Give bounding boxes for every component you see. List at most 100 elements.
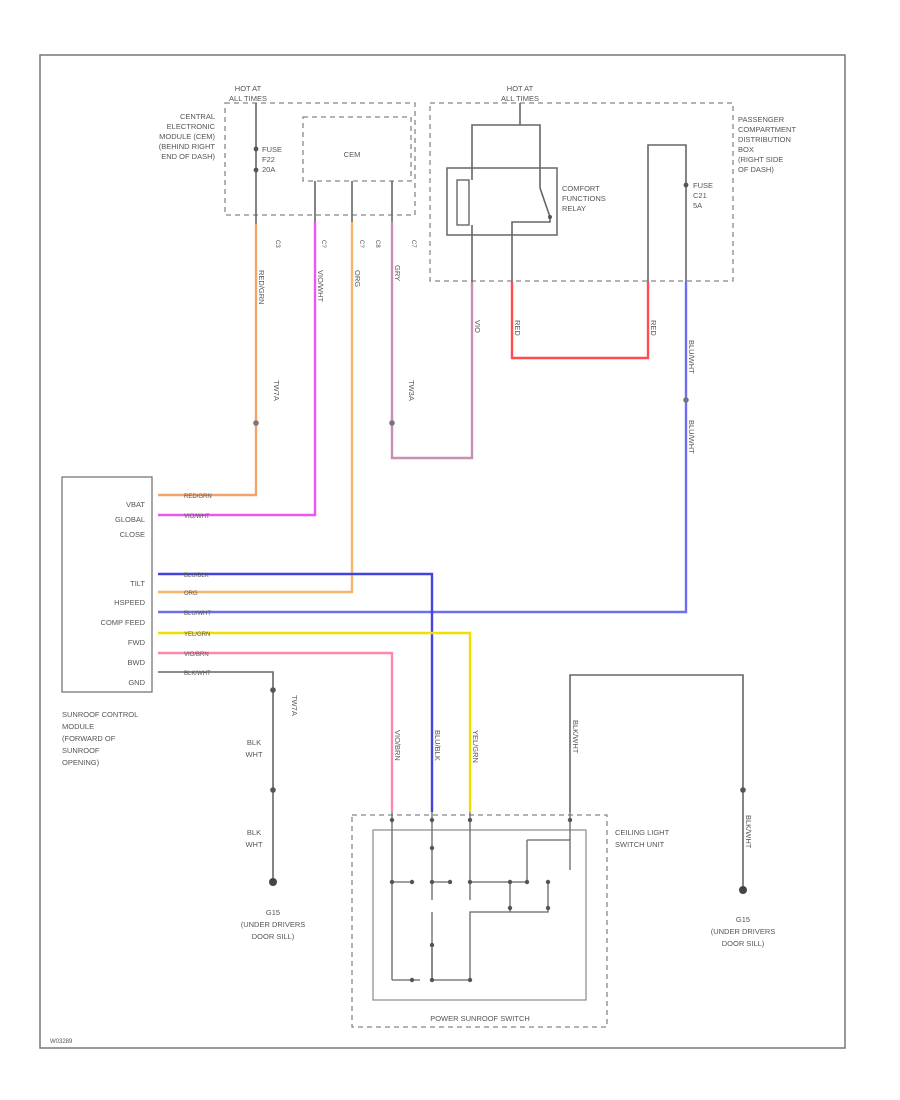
wire-vio-wht [158,222,317,517]
pin-label: C? [358,240,364,248]
fuse-c21-label: FUSE [693,181,713,190]
module-pin-label: HSPEED [114,598,145,607]
wire-label-vio: VIO [473,320,482,333]
module-description: SUNROOF CONTROL MODULE (FORWARD OF SUNRO… [62,710,138,767]
switch-inner-box [372,829,587,1001]
wire-gry [390,222,474,460]
module-wire-tag: RED/GRN [184,494,212,500]
switch-outline [351,814,608,1028]
all-times-label-left: ALL TIMES [229,94,267,103]
wire-vio-brn [158,651,394,812]
pjb-desc-line: OF DASH) [738,165,774,174]
wire-color-label: WHT [245,750,262,759]
pin-label: C? [320,240,326,248]
switch-contacts [389,817,573,983]
wire-label-blu-wht: BLU/WHT [687,420,696,454]
relay-contact-arm [539,187,551,218]
module-wire-tag: VIO/WHT [184,514,210,520]
pjb-desc-line: PASSENGER [738,115,785,124]
in-line-connector [253,420,259,426]
ground-point-left [269,878,277,886]
ground-right-labels: G15 (UNDER DRIVERS DOOR SILL) [711,915,776,948]
pin-label: C7 [410,240,416,248]
wire-color-label: BLK [247,828,261,837]
wire-label-red: RED [513,320,522,336]
pjb-description: PASSENGER COMPARTMENT DISTRIBUTION BOX (… [738,115,796,174]
in-line-connector [270,687,276,693]
fuse-f22-label: 20A [262,165,275,174]
cem-desc-line: MODULE (CEM) [159,132,215,141]
module-wire-tag: ORG [184,591,198,597]
relay-label: RELAY [562,204,586,213]
module-wire-tag: YEL/GRN [184,632,210,638]
switch-title: POWER SUNROOF SWITCH [430,1014,530,1023]
module-pin-label: GLOBAL [115,515,145,524]
ground-point-right [739,886,747,894]
module-pin-label: COMP FEED [101,618,146,627]
switch-internals [391,812,571,981]
module-pin-label: VBAT [126,500,145,509]
wire-red-grn [158,224,258,497]
wiring: RED/GRN TW7A VIO/WHT ORG GRY TW3A VIO RE… [158,222,753,894]
module-desc-line: MODULE [62,722,94,731]
ground-g15-label: (UNDER DRIVERS [711,927,776,936]
relay-contact-point [548,215,552,219]
fuse-c21-label: C21 [693,191,707,200]
in-line-label: TW7A [272,380,281,401]
hot-at-label-right: HOT AT [507,84,534,93]
fuse-terminal [253,146,259,152]
pjb-desc-line: DISTRIBUTION [738,135,791,144]
module-pin-label: TILT [130,579,145,588]
cem-connector-pins: C3 C? C? C8 C7 [274,240,416,248]
cem-description: CENTRAL ELECTRONIC MODULE (CEM) (BEHIND … [159,112,216,161]
ground-g15-label: G15 [266,908,280,917]
wire-label-blu-blk: BLU/BLK [433,730,442,761]
ceiling-light-label: CEILING LIGHT [615,828,670,837]
wire-label-yel-grn: YEL/GRN [471,730,480,763]
wire-red [510,282,650,360]
ground-g15-label: DOOR SILL) [722,939,765,948]
module-wire-tag: BLU/WHT [184,611,211,617]
in-line-label: TW7A [290,695,299,716]
wire-blu-wht [158,282,688,614]
ground-left-labels: BLK WHT BLK WHT G15 (UNDER DRIVERS DOOR … [241,738,306,941]
wire-blk-wht-gnd [158,671,274,882]
in-line-connector [740,787,746,793]
wire-label-red-grn: RED/GRN [257,270,266,305]
pjb-fuse-loop [647,144,687,282]
module-wire-tag: VIO/BRN [184,652,209,658]
module-body [61,476,153,693]
wire-org [158,222,354,594]
wire-color-label: WHT [245,840,262,849]
relay-label: COMFORT [562,184,600,193]
cem-desc-line: CENTRAL [180,112,215,121]
pin-label: C3 [274,240,280,248]
wire-label-red: RED [649,320,658,336]
ground-g15-label: (UNDER DRIVERS [241,920,306,929]
module-desc-line: OPENING) [62,758,100,767]
hot-at-label-left: HOT AT [235,84,262,93]
fuse-f22-label: F22 [262,155,275,164]
sunroof-control-module: VBAT GLOBAL CLOSE TILT HSPEED COMP FEED … [61,476,212,767]
pin-label: C8 [374,240,380,248]
cem-desc-line: (BEHIND RIGHT [159,142,216,151]
figure-id: W03289 [50,1039,73,1045]
wire-color-label: BLK [247,738,261,747]
in-line-label: TW3A [407,380,416,401]
comfort-relay-body [446,167,558,236]
wire-label-vio-brn: VIO/BRN [393,730,402,761]
power-sunroof-switch: CEILING LIGHT SWITCH UNIT POWER SUNROOF … [351,812,670,1028]
wire-label-blk-wht: BLK/WHT [571,720,580,754]
pjb-desc-line: BOX [738,145,754,154]
wire-label-gry: GRY [393,265,402,281]
pjb-outline [429,102,734,282]
module-desc-line: SUNROOF [62,746,100,755]
wire-blu-blk [158,572,434,812]
fuse-f22-label: FUSE [262,145,282,154]
fuse-c21-label: 5A [693,201,702,210]
fuse-terminal [253,167,259,173]
cem-outline [224,102,416,216]
module-pin-label: FWD [128,638,146,647]
all-times-label-right: ALL TIMES [501,94,539,103]
